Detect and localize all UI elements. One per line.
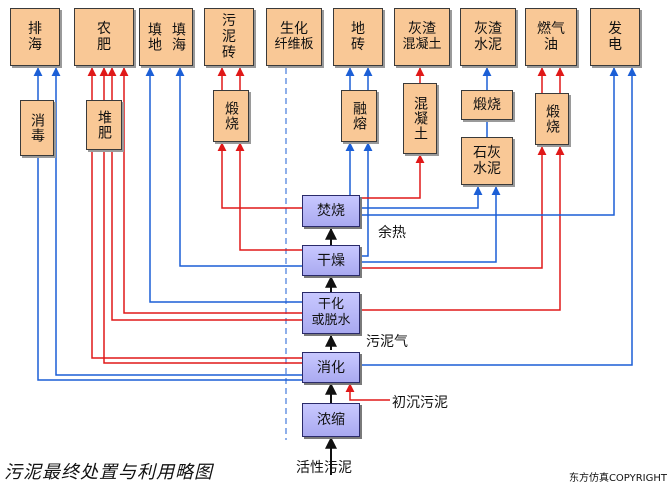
box-landfill-col1: 填地 [146,22,162,52]
box-concrete-line1: 灰渣 [408,21,436,37]
box-ash-cement: 灰渣 水泥 [460,8,516,66]
box-landfill-col2: 填海 [170,22,186,52]
label-waste-heat: 余热 [378,225,406,241]
box-farm-fertilizer: 农 肥 [74,8,134,66]
box-mix-concrete: 混凝土 [403,83,437,154]
box-sludge-brick: 污 泥 砖 [204,8,254,66]
line-landfill-1 [145,67,302,303]
process-dewater-line1: 干化 [317,297,344,312]
box-calcine-cement: 煅烧 [461,90,513,120]
process-digest: 消化 [302,352,360,383]
box-farm-line1: 农 [97,21,111,37]
line-fuel-2 [360,146,565,311]
line-melt-dry [360,142,373,257]
process-dewater: 干化 或脱水 [302,292,360,334]
box-disinfect: 消毒 [20,100,54,156]
box-calcine-oil: 煅烧 [535,93,569,145]
box-sea-line2: 海 [28,37,42,53]
line-compost-2 [111,150,302,321]
line-power-heat [360,67,619,216]
box-power-line2: 电 [608,37,622,53]
label-sludge-gas: 污泥气 [366,334,408,350]
box-farm-line2: 肥 [97,37,111,53]
copyright-credit: 东方仿真COPYRIGHT [568,473,667,484]
box-sea-discharge: 排 海 [10,8,60,66]
process-incinerate: 焚烧 [302,195,360,227]
label-activated-sludge: 活性污泥 [296,460,352,476]
box-brick-line2: 泥 [222,29,236,45]
box-power-line1: 发 [608,21,622,37]
box-ash-concrete: 灰渣 混凝土 [394,8,450,66]
line-sea-disinfect [37,157,302,381]
line-power-gas [360,67,637,366]
process-thicken: 浓缩 [302,403,360,437]
process-dry: 干燥 [302,245,360,276]
box-lime-cement-text: 石灰水泥 [473,145,501,177]
box-floor-tile: 地 砖 [333,8,383,66]
box-fiberboard-line1: 生化 [280,21,308,37]
box-tile-line1: 地 [351,21,365,37]
line-fuel-1 [360,146,547,269]
box-concrete-line2: 混凝土 [402,37,442,52]
line-mix [360,154,425,199]
box-compost: 堆肥 [86,100,122,150]
box-fuel-oil: 燃气 油 [525,8,577,66]
box-fiberboard-line2: 纤维板 [274,37,314,52]
box-fiberboard: 生化 纤维板 [266,8,322,66]
box-melt: 融熔 [341,90,377,142]
box-landfill: 填地 填海 [139,8,193,66]
line-farm-1 [87,67,302,359]
line-landfill-2 [175,67,302,267]
box-lime-cement: 石灰水泥 [461,137,513,185]
box-brick-line3: 砖 [222,45,236,61]
diagram-title: 污泥最终处置与利用略图 [4,462,213,483]
line-farm-2 [119,67,302,314]
primary-sludge-line [345,383,390,401]
box-cement-line1: 灰渣 [474,21,502,37]
line-brick-2 [235,142,302,251]
box-calcine-brick: 煅烧 [213,90,249,142]
label-primary-sludge: 初沉污泥 [392,395,448,411]
box-fuel-line1: 燃气 [537,21,565,37]
line-sea-direct [51,67,302,376]
box-cement-line2: 水泥 [474,37,502,53]
box-fuel-line2: 油 [544,37,558,53]
box-brick-line1: 污 [222,13,236,29]
line-compost [103,150,302,364]
line-cement-1 [360,186,483,209]
box-sea-line1: 排 [28,21,42,37]
process-dewater-line2: 或脱水 [311,313,351,328]
line-brick-1 [217,142,302,209]
box-tile-line2: 砖 [351,37,365,53]
box-power: 发 电 [590,8,640,66]
line-cement-2 [360,186,501,263]
